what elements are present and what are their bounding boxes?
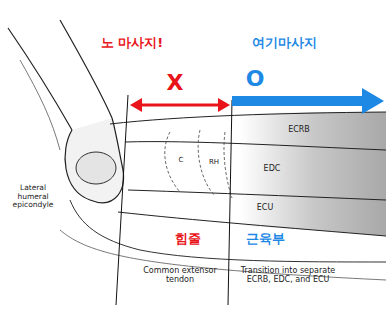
circle-mark: O [240, 66, 270, 91]
muscle-name: ECRB [282, 125, 316, 134]
section-note: Transition into separate ECRB, EDC, and … [236, 266, 340, 284]
tendon-label: 힘줄 [168, 232, 208, 247]
bone-label: Lateral humeral epicondyle [4, 184, 62, 210]
part-label: C [176, 156, 186, 164]
advice-label: 여기마사지 [238, 36, 330, 51]
section-note: Common extensor tendon [140, 266, 220, 284]
muscle-label: 근육부 [238, 232, 292, 247]
cross-mark: X [160, 70, 190, 95]
muscle-name: EDC [257, 164, 287, 173]
warning-label: 노 마사지! [92, 36, 172, 51]
part-label: RH [206, 158, 222, 166]
muscle-name: ECU [250, 203, 280, 212]
